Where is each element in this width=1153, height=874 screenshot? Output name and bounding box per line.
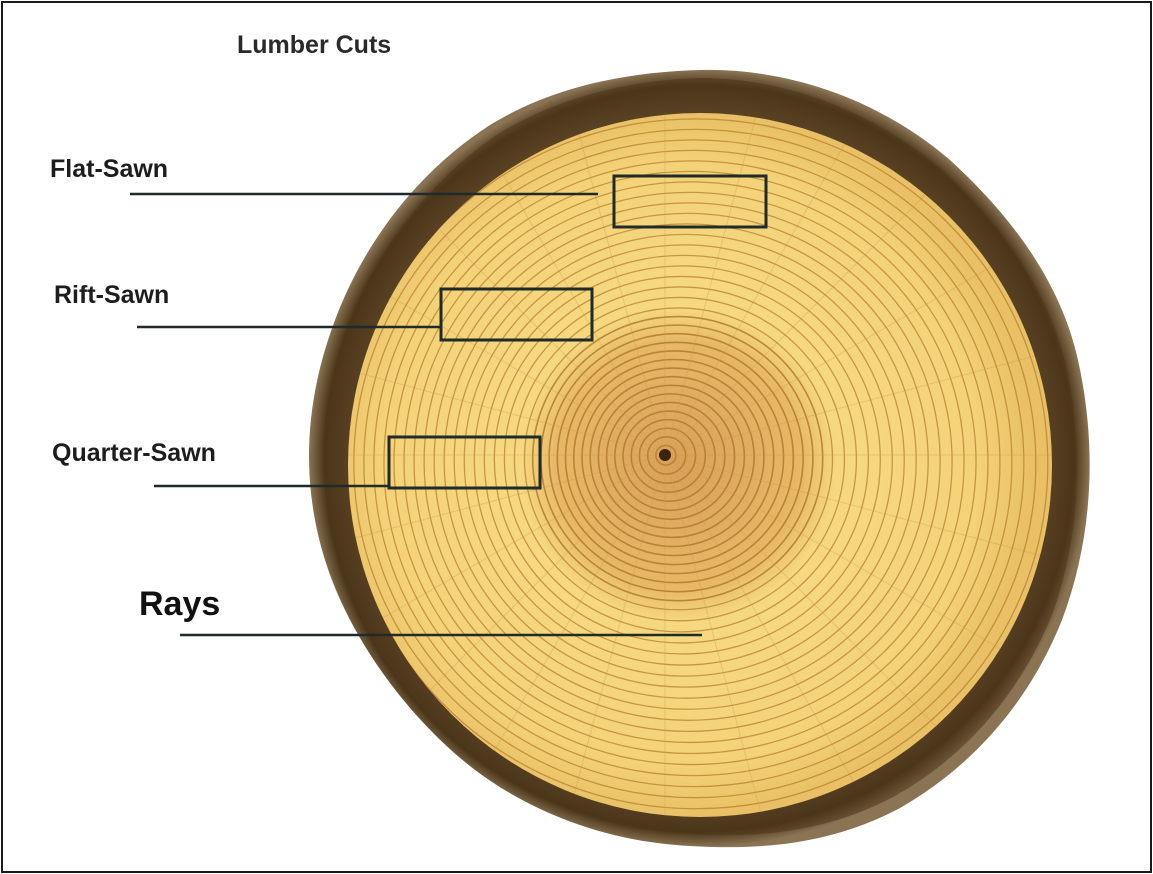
quarter-sawn-label: Quarter-Sawn	[52, 441, 216, 466]
diagram-title: Lumber Cuts	[237, 33, 391, 58]
rift-sawn-label: Rift-Sawn	[54, 283, 169, 308]
rays-label: Rays	[139, 587, 220, 621]
pith	[659, 449, 671, 461]
flat-sawn-label: Flat-Sawn	[50, 157, 168, 182]
